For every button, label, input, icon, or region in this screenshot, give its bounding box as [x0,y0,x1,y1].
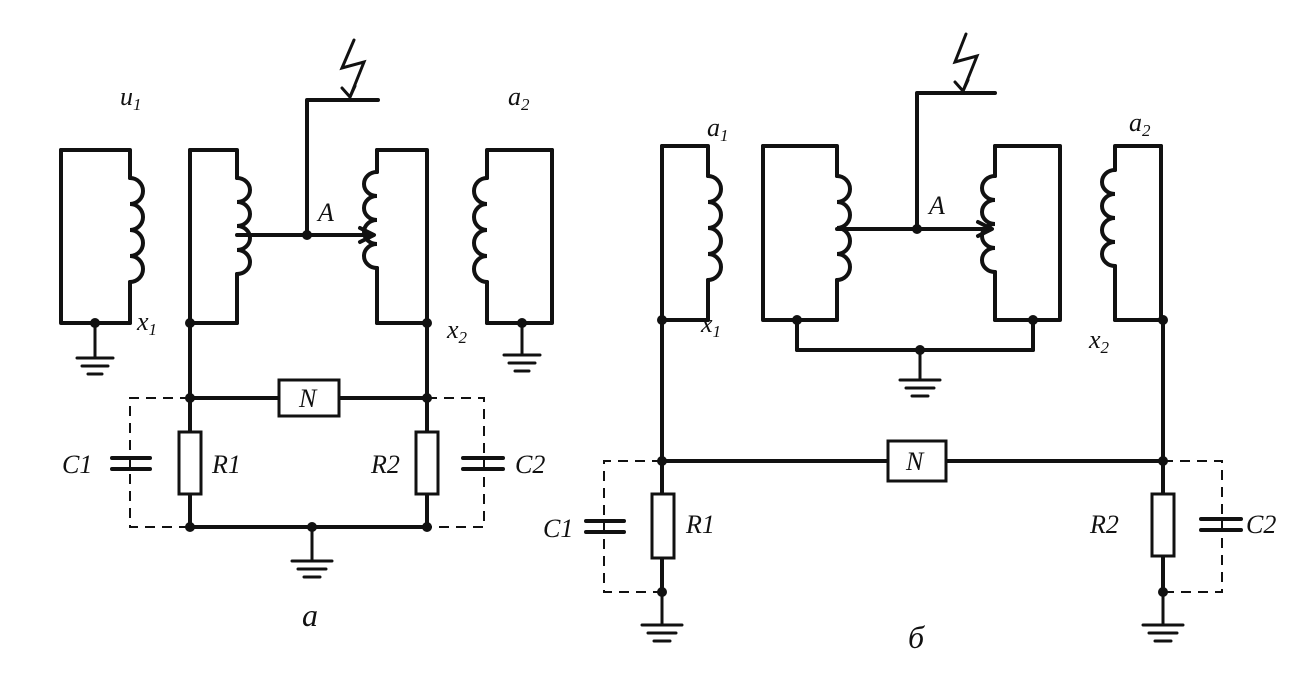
label-x1-right: x1 [700,309,721,341]
label-a2-right: a2 [1129,108,1151,140]
label-r1-left: R1 [211,450,241,479]
ground-bottom-a [290,525,334,579]
ground-a2 [502,318,542,373]
label-a1-right: a1 [707,113,729,145]
diagram-b: a1 a2 x1 x2 A N C1 R1 R2 C2 б [543,32,1276,655]
winding-a2-b [1100,144,1163,322]
lightning-icon [952,32,980,94]
label-x1-left: x1 [136,307,157,339]
winding-center-right-b [980,144,1062,322]
resistor-r2-b [1150,492,1176,558]
label-n-right: N [905,447,925,476]
label-x2-right: x2 [1088,325,1110,357]
label-c2-right: C2 [1246,510,1276,539]
label-c1-right: C1 [543,514,573,543]
label-r2-left: R2 [370,450,400,479]
lightning-icon [339,38,367,100]
center-ground-link-b [792,315,1038,398]
label-a2-left: a2 [508,82,530,114]
resistor-r2-a [414,430,440,496]
winding-a2 [472,148,554,325]
center-tap-b [835,91,997,238]
resistor-r1-a [177,430,203,496]
label-x2-left: x2 [446,315,468,347]
center-tap-a [235,98,380,244]
winding-u1 [59,148,145,325]
label-node-a-left: A [316,198,334,227]
label-r1-right: R1 [685,510,715,539]
device-n-box-b [886,439,948,483]
capacitor-enclosure-b [584,460,1243,593]
caption-b: б [908,619,925,655]
label-u1: u1 [120,82,142,114]
label-c2-left: C2 [515,450,545,479]
caption-a: a [302,597,318,633]
diagram-a: u1 a2 x1 x2 A N C1 R1 R2 C2 a [59,38,554,633]
capacitor-enclosure-a [110,397,505,528]
device-n-box-a [277,378,341,418]
label-r2-right: R2 [1089,510,1119,539]
label-n-left: N [298,384,318,413]
winding-center-right-a [362,148,429,325]
winding-a1 [660,144,723,322]
network-a [185,318,432,532]
label-c1-left: C1 [62,450,92,479]
ground-left-b [640,590,684,643]
ground-u1 [75,318,115,376]
resistor-r1-b [650,492,676,560]
label-node-a-right: A [927,191,945,220]
ground-right-b [1141,590,1185,643]
winding-center-left-b [761,144,852,322]
